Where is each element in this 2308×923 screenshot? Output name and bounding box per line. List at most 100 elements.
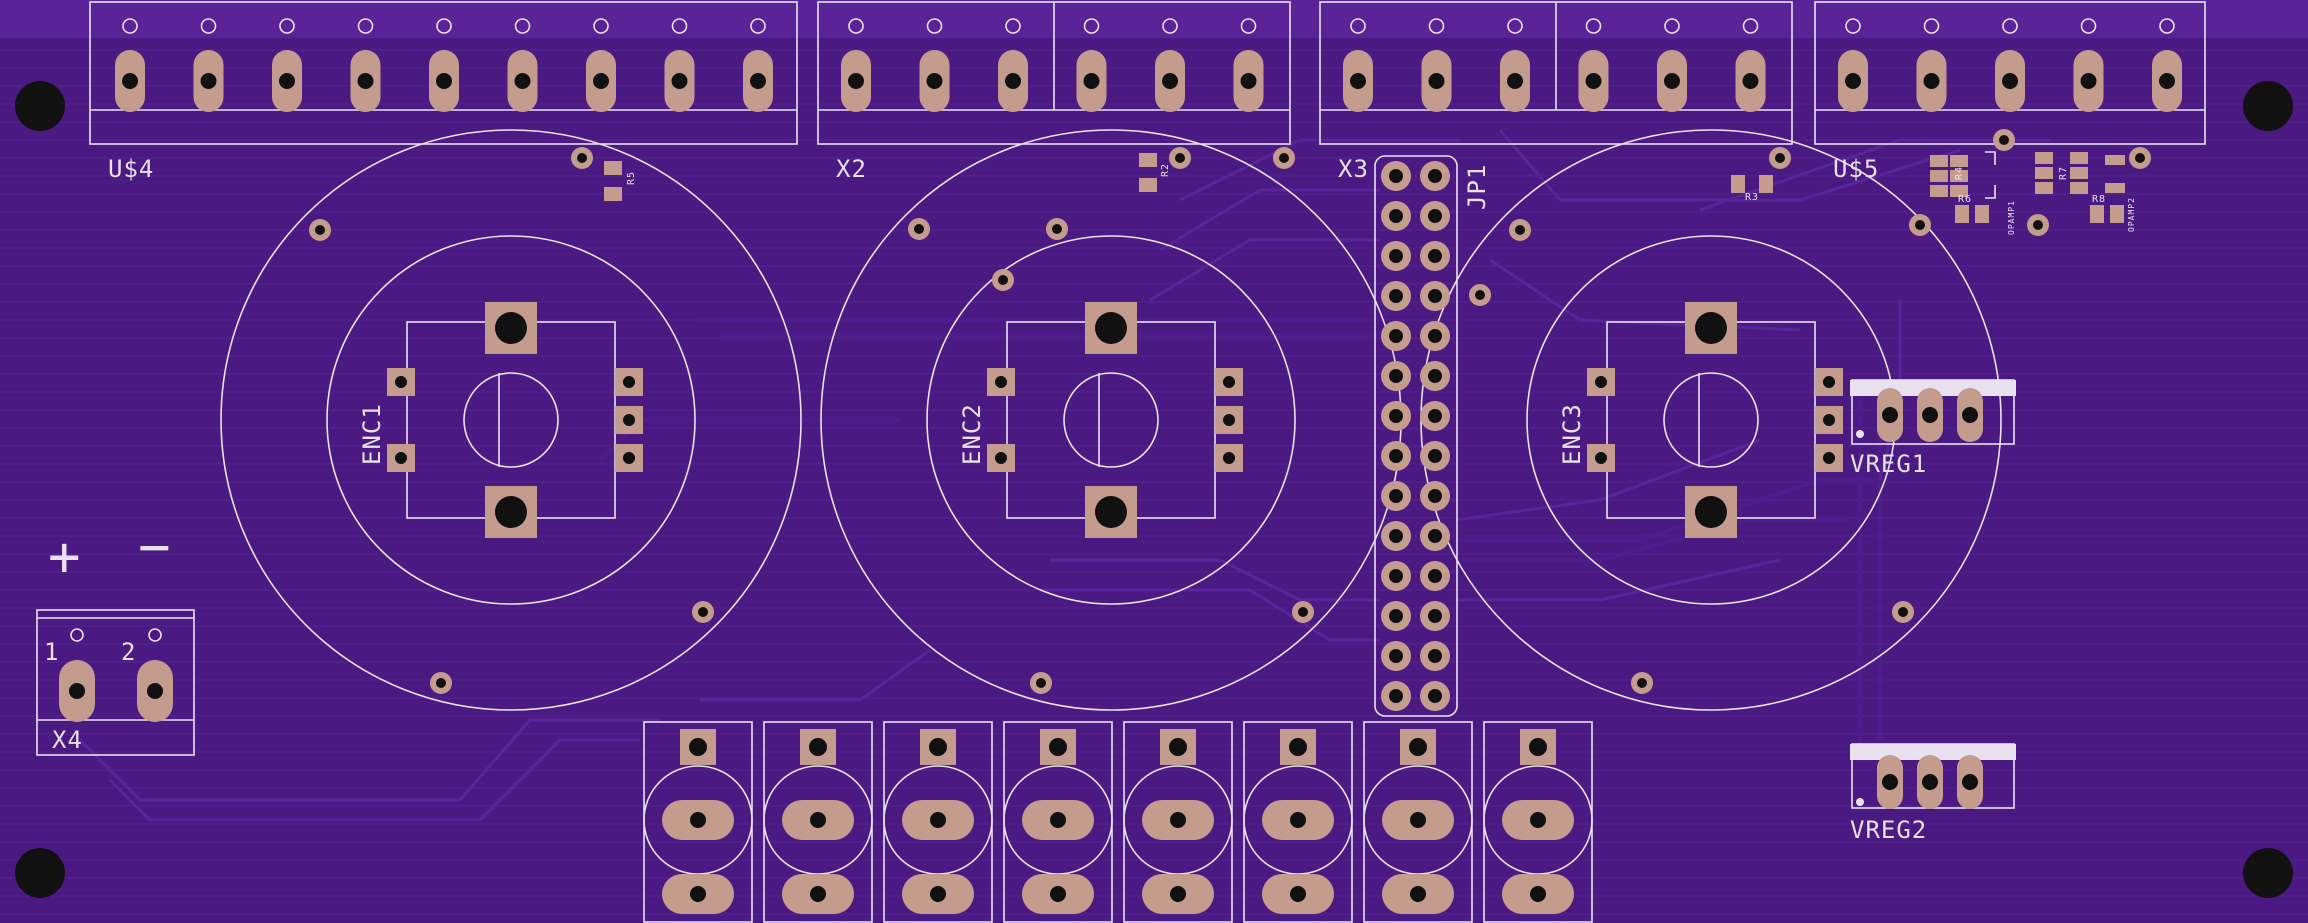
via-hole bbox=[698, 607, 708, 617]
jp1-pin-hole bbox=[1389, 609, 1403, 623]
pot-slot-pin-hole bbox=[810, 886, 826, 902]
encoder-outer-ring bbox=[220, 129, 802, 711]
terminal-pin-hole bbox=[671, 73, 688, 89]
encoder-pin-hole bbox=[395, 376, 407, 388]
x4-power-connector bbox=[36, 609, 195, 756]
label-r8: R8 bbox=[2092, 194, 2106, 205]
jp1-pin-hole bbox=[1389, 209, 1403, 223]
terminal-pin-hole bbox=[279, 73, 295, 89]
terminal-pin-marker bbox=[750, 18, 766, 34]
label-minus: − bbox=[138, 515, 172, 578]
terminal-pin-hole bbox=[848, 73, 864, 89]
jp1-pin-hole bbox=[1428, 369, 1442, 383]
terminal-pin-hole bbox=[2002, 73, 2018, 89]
terminal-pin-marker bbox=[671, 18, 688, 34]
pot-slot-pin-hole bbox=[1050, 886, 1066, 902]
label-us5: U$5 bbox=[1833, 155, 1879, 183]
via-hole bbox=[1915, 220, 1925, 230]
terminal-pin-hole bbox=[122, 73, 138, 89]
encoder-pin-hole bbox=[1595, 452, 1607, 464]
terminal-pin-marker bbox=[436, 18, 452, 34]
jp1-pin-hole bbox=[1428, 689, 1442, 703]
encoder-pin-hole bbox=[1223, 452, 1235, 464]
via-hole bbox=[1999, 135, 2009, 145]
vreg-pin-hole bbox=[1962, 407, 1978, 423]
label-jp1: JP1 bbox=[1463, 164, 1491, 210]
pot-slot-pin-hole bbox=[690, 812, 706, 828]
pot-square-hole bbox=[809, 738, 827, 756]
via-hole bbox=[1298, 607, 1308, 617]
terminal-pins bbox=[115, 18, 2182, 112]
via-hole bbox=[577, 153, 587, 163]
terminal-pin-hole bbox=[1162, 73, 1178, 89]
terminal-pin-hole bbox=[750, 73, 766, 89]
terminal-pin-marker bbox=[200, 18, 217, 34]
jp1-pin-hole bbox=[1428, 649, 1442, 663]
pot-slot-pin-hole bbox=[1530, 812, 1546, 828]
mounting-holes bbox=[15, 81, 2293, 898]
terminal-pin-hole bbox=[2080, 73, 2097, 89]
encoder-pin-hole bbox=[1595, 376, 1607, 388]
encoder-pin-hole bbox=[623, 414, 635, 426]
terminal-pin-marker bbox=[1005, 18, 1021, 34]
encoder-inner-ring bbox=[926, 235, 1296, 605]
via-hole bbox=[436, 678, 446, 688]
encoder-pin-hole bbox=[1823, 414, 1835, 426]
encoder-pin-hole bbox=[995, 452, 1007, 464]
encoder-shaft-outline bbox=[1063, 372, 1159, 468]
pot-slot-pin-hole bbox=[810, 812, 826, 828]
mounting-hole bbox=[15, 81, 65, 131]
terminal-pin-marker bbox=[122, 18, 138, 34]
terminal-pin-marker bbox=[1845, 18, 1861, 34]
board-edge-top bbox=[0, 0, 2308, 38]
label-enc1: ENC1 bbox=[358, 403, 386, 465]
jp1-pin-hole bbox=[1389, 289, 1403, 303]
terminal-pin-hole bbox=[1428, 73, 1445, 89]
vreg-pin-hole bbox=[1882, 407, 1898, 423]
label-r7: R7 bbox=[2058, 166, 2069, 180]
terminal-pin-marker bbox=[1742, 18, 1759, 34]
terminal-pin-marker bbox=[1507, 18, 1523, 34]
vreg-pin-hole bbox=[1962, 774, 1978, 790]
via-hole bbox=[998, 275, 1008, 285]
smd-parts bbox=[604, 151, 2125, 223]
jp1-pin-hole bbox=[1389, 329, 1403, 343]
jp1-pin-hole bbox=[1389, 689, 1403, 703]
terminal-pin-marker bbox=[1428, 18, 1445, 34]
terminal-pin-hole bbox=[1585, 73, 1602, 89]
jp1-pin-hole bbox=[1428, 329, 1442, 343]
via-hole bbox=[1175, 153, 1185, 163]
terminal-pin-marker bbox=[1664, 18, 1680, 34]
terminal-pin-hole bbox=[1083, 73, 1100, 89]
terminal-pin-hole bbox=[1507, 73, 1523, 89]
pot-square-hole bbox=[1289, 738, 1307, 756]
terminal-pin-marker bbox=[593, 18, 609, 34]
jp1-pin-hole bbox=[1389, 489, 1403, 503]
terminal-pin-hole bbox=[357, 73, 374, 89]
label-r6: R6 bbox=[1958, 194, 1972, 205]
terminal-pin-marker bbox=[357, 18, 374, 34]
terminal-pin-hole bbox=[1664, 73, 1680, 89]
mounting-hole bbox=[2243, 848, 2293, 898]
encoder-pin-hole bbox=[1223, 414, 1235, 426]
pot-slot-pin-hole bbox=[1170, 886, 1186, 902]
jp1-pin-hole bbox=[1389, 249, 1403, 263]
pot-square-hole bbox=[1049, 738, 1067, 756]
via-hole bbox=[1637, 678, 1647, 688]
terminal-pin-marker bbox=[848, 18, 864, 34]
jp1-pin-hole bbox=[1428, 449, 1442, 463]
label-x4: X4 bbox=[52, 726, 83, 754]
label-enc3: ENC3 bbox=[1558, 403, 1586, 465]
vreg-pads bbox=[1877, 388, 1983, 809]
pot-square-hole bbox=[1409, 738, 1427, 756]
terminal-pin-marker bbox=[1923, 18, 1940, 34]
via-hole bbox=[2135, 153, 2145, 163]
terminal-pin-marker bbox=[514, 18, 531, 34]
pot-square-hole bbox=[929, 738, 947, 756]
encoder-mount-hole bbox=[1695, 496, 1727, 528]
pot-slot-pin-hole bbox=[1170, 812, 1186, 828]
label-pin1: 1 bbox=[44, 638, 59, 666]
terminal-pin-hole bbox=[2159, 73, 2175, 89]
encoder-pin-hole bbox=[1823, 452, 1835, 464]
jp1-pin-hole bbox=[1428, 529, 1442, 543]
